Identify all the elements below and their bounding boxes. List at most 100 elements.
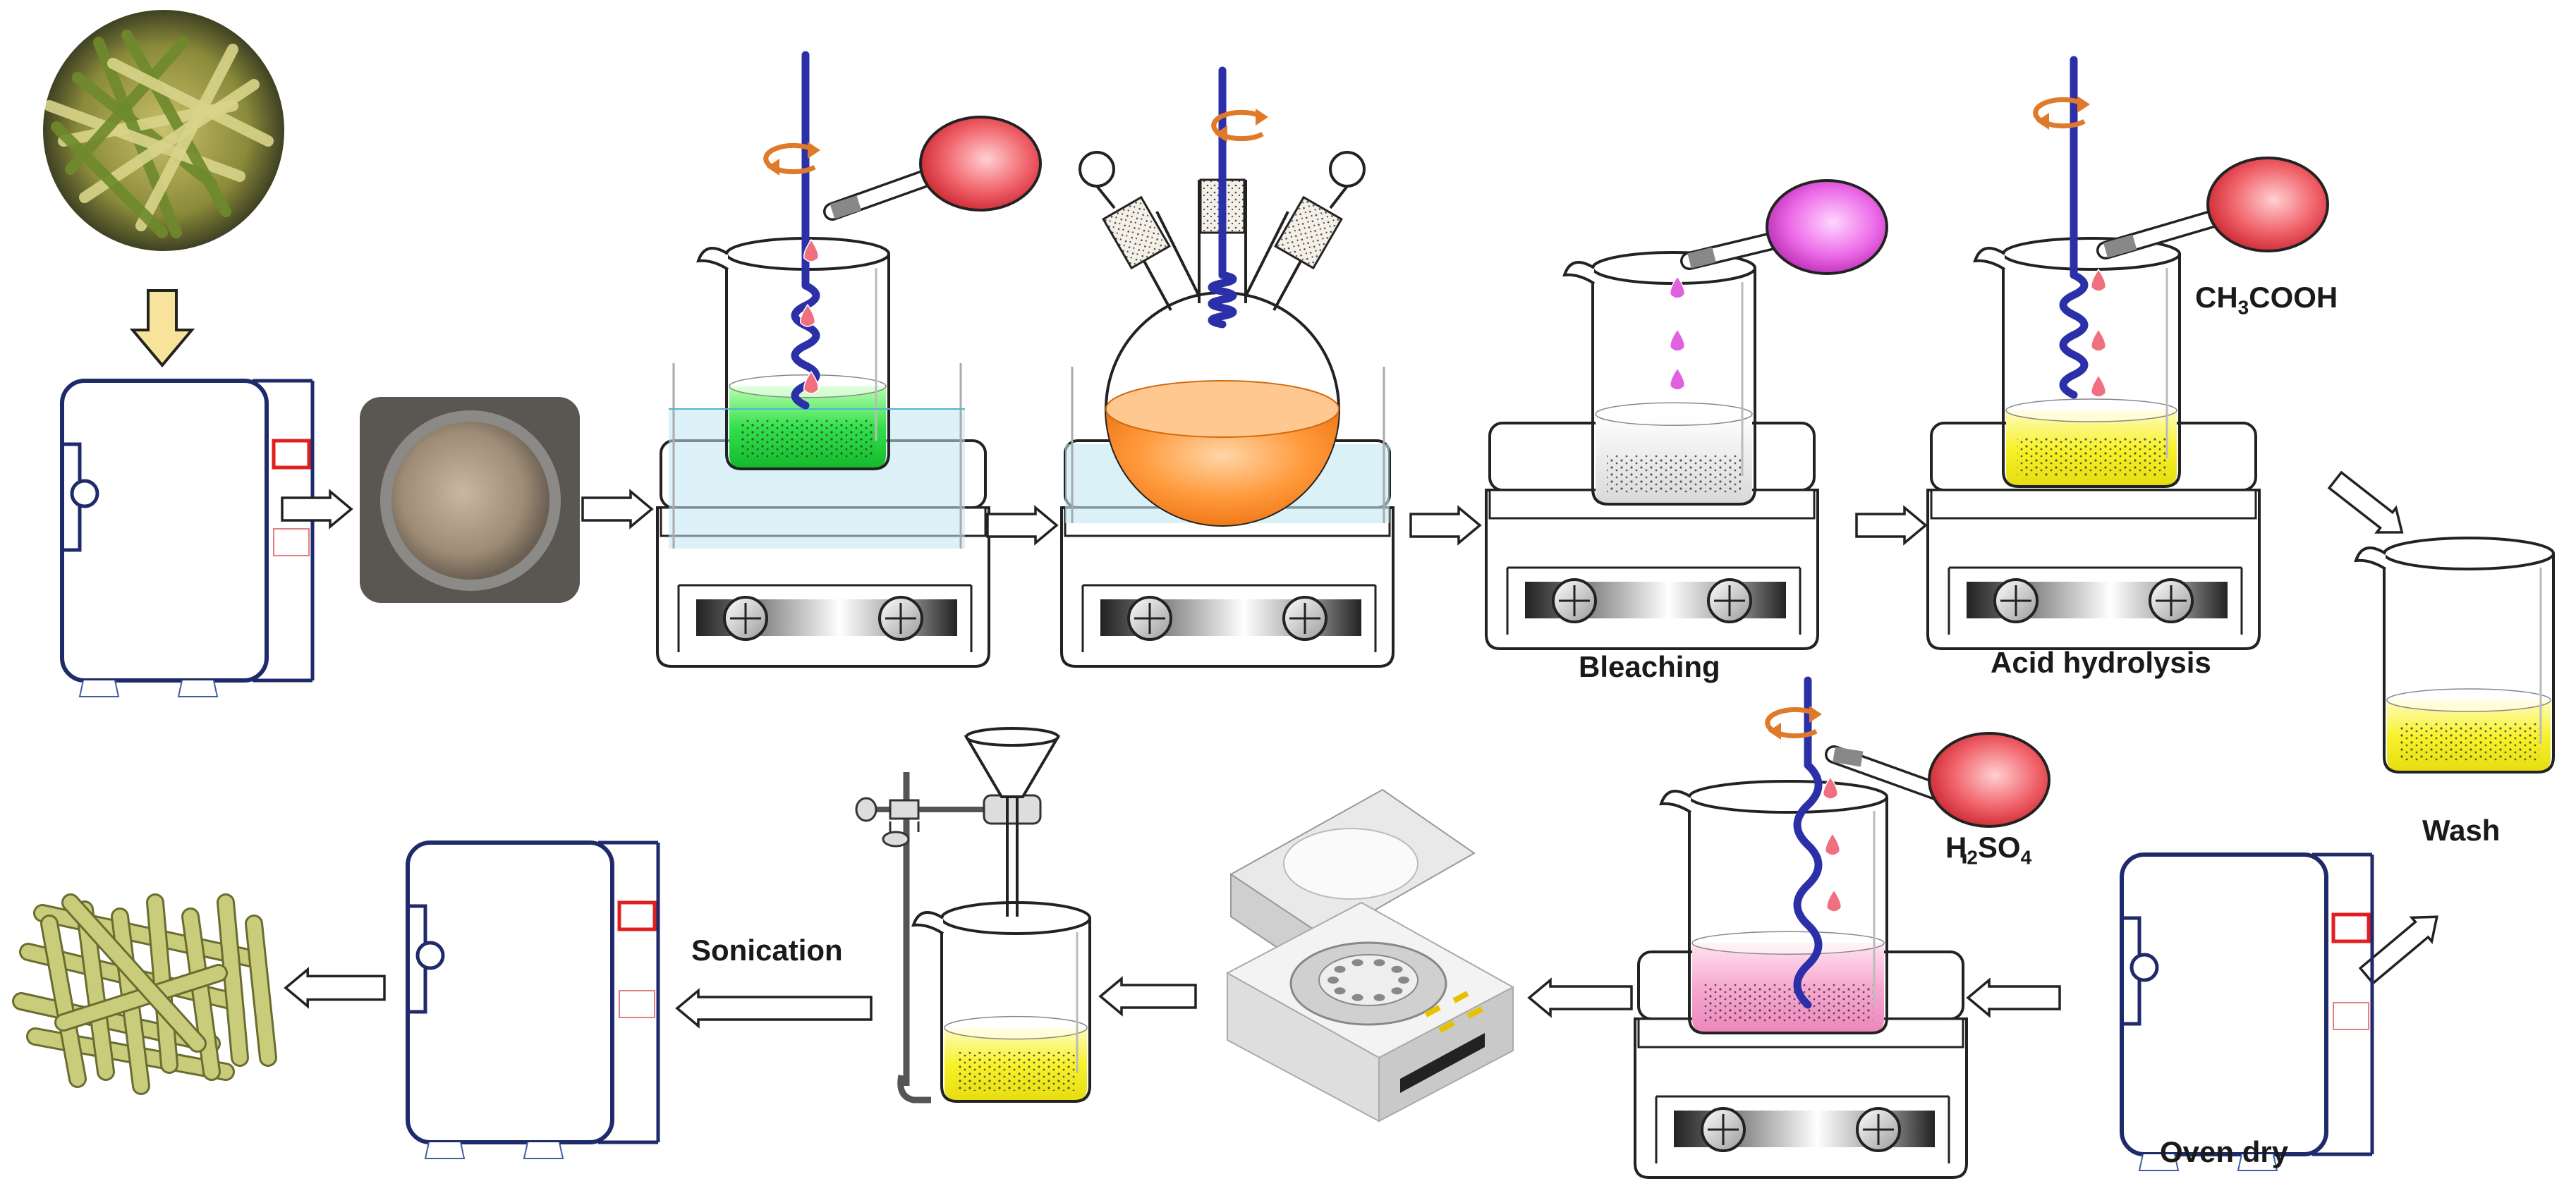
hotplate-knob-icon xyxy=(1993,578,2039,623)
hotplate-knob-icon xyxy=(1552,578,1597,623)
beaker-sediment xyxy=(2398,723,2539,762)
droplet-icon xyxy=(1824,832,1841,856)
acetic-acid-suffix: COOH xyxy=(2249,281,2338,314)
label-acetic-acid: CH3COOH xyxy=(2195,281,2338,319)
funnel-bulb xyxy=(2206,157,2329,252)
funnel-bulb xyxy=(1928,732,2051,828)
arrow-down-icon xyxy=(129,289,195,368)
centrifuge-display xyxy=(1400,1033,1485,1093)
hotplate-knob-icon xyxy=(1707,578,1752,623)
beaker-bleaching xyxy=(1562,251,1756,506)
oven-red-indicator xyxy=(272,439,311,470)
oven-foot xyxy=(2138,1154,2180,1171)
oven-door xyxy=(60,379,269,683)
beaker-sulfuric-acid xyxy=(1659,780,1888,1034)
droplet-icon xyxy=(1669,275,1686,299)
dropping-funnel-icon xyxy=(1825,732,2051,828)
label-sulfuric-acid: Ⱨ2SO4 xyxy=(1945,831,2031,869)
beaker-rim xyxy=(1688,780,1888,814)
beaker-sediment xyxy=(741,420,875,458)
hotplate-knob-icon xyxy=(1282,596,1328,641)
oven-icon xyxy=(60,379,315,697)
beaker-glass xyxy=(1688,797,1888,1034)
rotation-arrow-icon xyxy=(2033,96,2090,130)
label-wash: Wash xyxy=(2422,814,2501,847)
oven-door xyxy=(2120,852,2328,1156)
arrow-diagonal-icon xyxy=(2327,470,2404,534)
oven-foot xyxy=(2237,1154,2278,1171)
beaker-filtrate xyxy=(911,901,1091,1103)
oven-foot xyxy=(523,1142,564,1159)
beaker-spout xyxy=(1659,790,1692,814)
oven-handle xyxy=(2130,953,2159,982)
flask-stopper xyxy=(1102,195,1171,270)
beaker-spout xyxy=(696,247,729,271)
funnel-stopper xyxy=(1687,247,1716,269)
droplet-icon xyxy=(2090,328,2107,352)
sulfuric-acid-middle: SO xyxy=(1977,831,2021,864)
hotplate-knob-icon xyxy=(723,596,768,641)
label-acid-hydrolysis: Acid hydrolysis xyxy=(1991,646,2211,679)
oven-light-indicator xyxy=(273,528,310,556)
beaker-spout xyxy=(1973,247,2006,271)
filtration-stand-icon xyxy=(855,727,1061,1104)
sulfuric-acid-subscript-1: 2 xyxy=(1967,846,1978,869)
droplet-icon xyxy=(1822,776,1839,800)
oven-light-indicator xyxy=(2333,1002,2369,1030)
oven-foot xyxy=(78,680,120,697)
arrow-left-icon xyxy=(675,988,873,1029)
oven-handle xyxy=(415,941,445,970)
beaker-spout xyxy=(2354,546,2387,570)
arrow-diagonal-icon xyxy=(2358,915,2438,985)
oven-red-indicator xyxy=(2331,912,2371,943)
beaker-glass xyxy=(2383,554,2555,774)
dropping-funnel-icon xyxy=(823,116,1042,221)
oven-red-indicator xyxy=(617,900,657,931)
funnel-stopper xyxy=(830,195,862,219)
beaker-sediment xyxy=(2017,437,2165,476)
stirrer-rod-icon xyxy=(1793,676,1823,1009)
oven-handle xyxy=(70,479,99,508)
beaker-spout xyxy=(911,911,944,935)
funnel-stopper xyxy=(1833,747,1864,767)
rotation-arrow-icon xyxy=(763,142,820,176)
beaker-glass xyxy=(940,918,1091,1103)
raw-grass-photo xyxy=(42,8,286,252)
hotplate-knob-icon xyxy=(1856,1107,1901,1152)
arrow-right-icon xyxy=(281,489,353,530)
droplet-icon xyxy=(2090,268,2107,292)
dropping-funnel-icon xyxy=(1680,179,1888,275)
diagram-layer xyxy=(12,8,2555,1179)
droplet-icon xyxy=(1669,367,1686,391)
droplet-icon xyxy=(803,238,820,262)
beaker-glass xyxy=(1591,268,1756,506)
beaker-wash xyxy=(2354,537,2555,774)
beaker-glass xyxy=(2002,254,2181,488)
arrow-left-icon xyxy=(1966,977,2061,1018)
beaker-sediment xyxy=(1607,455,1741,494)
hotplate-knob-icon xyxy=(878,596,923,641)
beaker-sediment xyxy=(956,1052,1076,1091)
droplet-icon xyxy=(1669,328,1686,352)
sulfuric-acid-subscript-2: 4 xyxy=(2020,846,2032,869)
centrifuge-icon xyxy=(1225,788,1515,1123)
droplet-icon xyxy=(799,303,816,327)
hotplate-knob-icon xyxy=(1127,596,1172,641)
arrow-left-icon xyxy=(284,967,386,1009)
droplet-icon xyxy=(2090,374,2107,398)
hotplate-knob-icon xyxy=(1701,1107,1746,1152)
beaker-rim xyxy=(2383,537,2555,570)
beaker-sediment xyxy=(1703,984,1873,1022)
beaker-acid-hydrolysis xyxy=(1973,237,2181,488)
rotation-arrow-icon xyxy=(1211,109,1268,142)
flask-solution xyxy=(1106,409,1339,525)
oven-icon xyxy=(406,840,660,1159)
oven-foot xyxy=(177,680,219,697)
acetic-acid-prefix: CH xyxy=(2195,281,2238,314)
arrow-right-icon xyxy=(986,505,1059,546)
nanofiber-icon xyxy=(12,893,277,1095)
dropping-funnel-icon xyxy=(2096,157,2329,259)
label-sonication: Sonication xyxy=(691,934,843,967)
